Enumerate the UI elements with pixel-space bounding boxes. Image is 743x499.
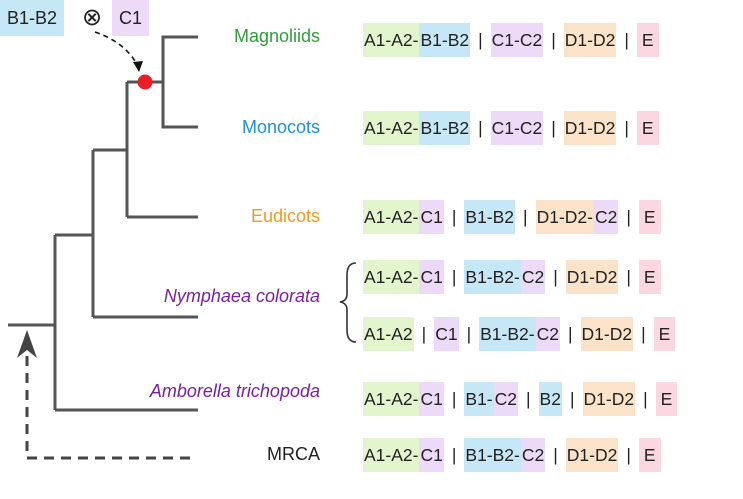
block-separator: | (643, 389, 648, 409)
gene-arrangement-row: A1-A2-B1-B2 | C1-C2 | D1-D2 | E (363, 23, 659, 57)
block-separator: | (641, 324, 646, 344)
gene-block-b: B1-B2- (464, 260, 521, 294)
block-separator: | (569, 389, 575, 409)
gene-block-c: C1 (434, 317, 459, 351)
block-separator: | (624, 118, 629, 138)
gene-block-c: C1 (419, 382, 444, 416)
gene-block-e: E (653, 317, 676, 351)
block-separator: | (553, 267, 558, 287)
block-separator: | (523, 207, 528, 227)
gene-block-d: D1-D2 (582, 382, 636, 416)
gene-block-d: D1-D2 (565, 438, 619, 472)
gene-block-e: E (638, 438, 661, 472)
gene-arrangement-row: A1-A2-C1 | B1-B2 | D1-D2-C2 | E (363, 200, 661, 234)
fusion-event-dot (137, 74, 153, 90)
gene-block-e: E (636, 111, 659, 145)
gene-block-c: C1-C2 (490, 111, 544, 145)
legend-b1-b2: B1-B2 (0, 0, 65, 36)
block-separator: | (451, 207, 457, 227)
block-separator: | (478, 118, 483, 138)
gene-block-c: C2 (535, 317, 560, 351)
gene-block-b: B2 (538, 382, 562, 416)
gene-block-c: C2 (520, 438, 546, 472)
gene-block-b: B1-B2- (464, 438, 521, 472)
block-separator: | (626, 267, 631, 287)
gene-arrangement-row: A1-A2-C1 | B1-C2 | B2 | D1-D2 | E (363, 382, 678, 416)
legend-c1: C1 (112, 0, 150, 36)
gene-block-d: D1-D2 (563, 23, 617, 57)
mrca-dashed-arrow (25, 345, 190, 460)
gene-block-d: D1-D2 (563, 111, 617, 145)
gene-block-c: C2 (520, 260, 546, 294)
taxon-label: MRCA (267, 444, 320, 464)
block-separator: | (567, 324, 573, 344)
gene-block-a: A1-A2- (363, 438, 420, 472)
gene-block-a: A1-A2- (363, 200, 420, 234)
gene-block-c: C1 (419, 260, 444, 294)
branch-magnoliids (161, 35, 198, 129)
block-separator: | (551, 118, 556, 138)
gene-block-b: B1- (464, 382, 494, 416)
block-separator: | (553, 445, 558, 465)
gene-block-b: B1-B2 (464, 200, 516, 234)
block-separator: | (626, 207, 631, 227)
taxon-label: Monocots (241, 117, 320, 137)
fusion-operator-icon: ⊗ (82, 4, 103, 31)
gene-block-e: E (638, 260, 661, 294)
gene-arrangement-row: A1-A2-C1 | B1-B2-C2 | D1-D2 | E (363, 260, 661, 294)
curly-brace-icon (339, 262, 357, 343)
block-separator: | (466, 324, 472, 344)
gene-block-b: B1-B2 (419, 111, 471, 145)
gene-block-e: E (655, 382, 678, 416)
gene-block-a: A1-A2- (363, 23, 420, 57)
block-separator: | (624, 30, 629, 50)
block-separator: | (451, 389, 457, 409)
gene-block-a: A1-A2- (363, 260, 420, 294)
block-separator: | (551, 30, 556, 50)
gene-block-a: A1-A2- (363, 111, 420, 145)
gene-block-c: C2 (593, 200, 619, 234)
block-separator: | (451, 267, 457, 287)
gene-block-c: C1-C2 (490, 23, 544, 57)
gene-arrangement-row: A1-A2-C1 | B1-B2-C2 | D1-D2 | E (363, 438, 661, 472)
gene-block-e: E (638, 200, 661, 234)
taxon-label: Magnoliids (233, 26, 320, 46)
taxon-label: Amborella trichopoda (149, 381, 320, 401)
block-separator: | (421, 324, 427, 344)
gene-block-d: D1-D2 (565, 260, 619, 294)
gene-block-d: D1-D2 (580, 317, 634, 351)
dashed-arrow-to-node (94, 31, 139, 67)
gene-block-b: B1-B2 (419, 23, 471, 57)
block-separator: | (526, 389, 531, 409)
gene-block-e: E (636, 23, 659, 57)
gene-block-c: C1 (419, 438, 444, 472)
taxon-label: Eudicots (250, 206, 320, 226)
block-separator: | (626, 445, 631, 465)
block-separator: | (478, 30, 483, 50)
mrca-arrow-head-icon (17, 330, 37, 358)
taxon-label: Nymphaea colorata (163, 286, 320, 306)
gene-block-a: A1-A2- (363, 382, 420, 416)
gene-block-a: A1-A2 (363, 317, 414, 351)
gene-block-c: C2 (493, 382, 518, 416)
gene-block-b: B1-B2- (479, 317, 536, 351)
block-separator: | (451, 445, 457, 465)
gene-arrangement-row: A1-A2-B1-B2 | C1-C2 | D1-D2 | E (363, 111, 659, 145)
gene-arrangement-row: A1-A2 | C1 | B1-B2-C2 | D1-D2 | E (363, 317, 676, 351)
arrow-head-icon (133, 61, 143, 72)
gene-block-c: C1 (419, 200, 444, 234)
tree-branches (8, 35, 198, 412)
gene-block-d: D1-D2- (535, 200, 594, 234)
